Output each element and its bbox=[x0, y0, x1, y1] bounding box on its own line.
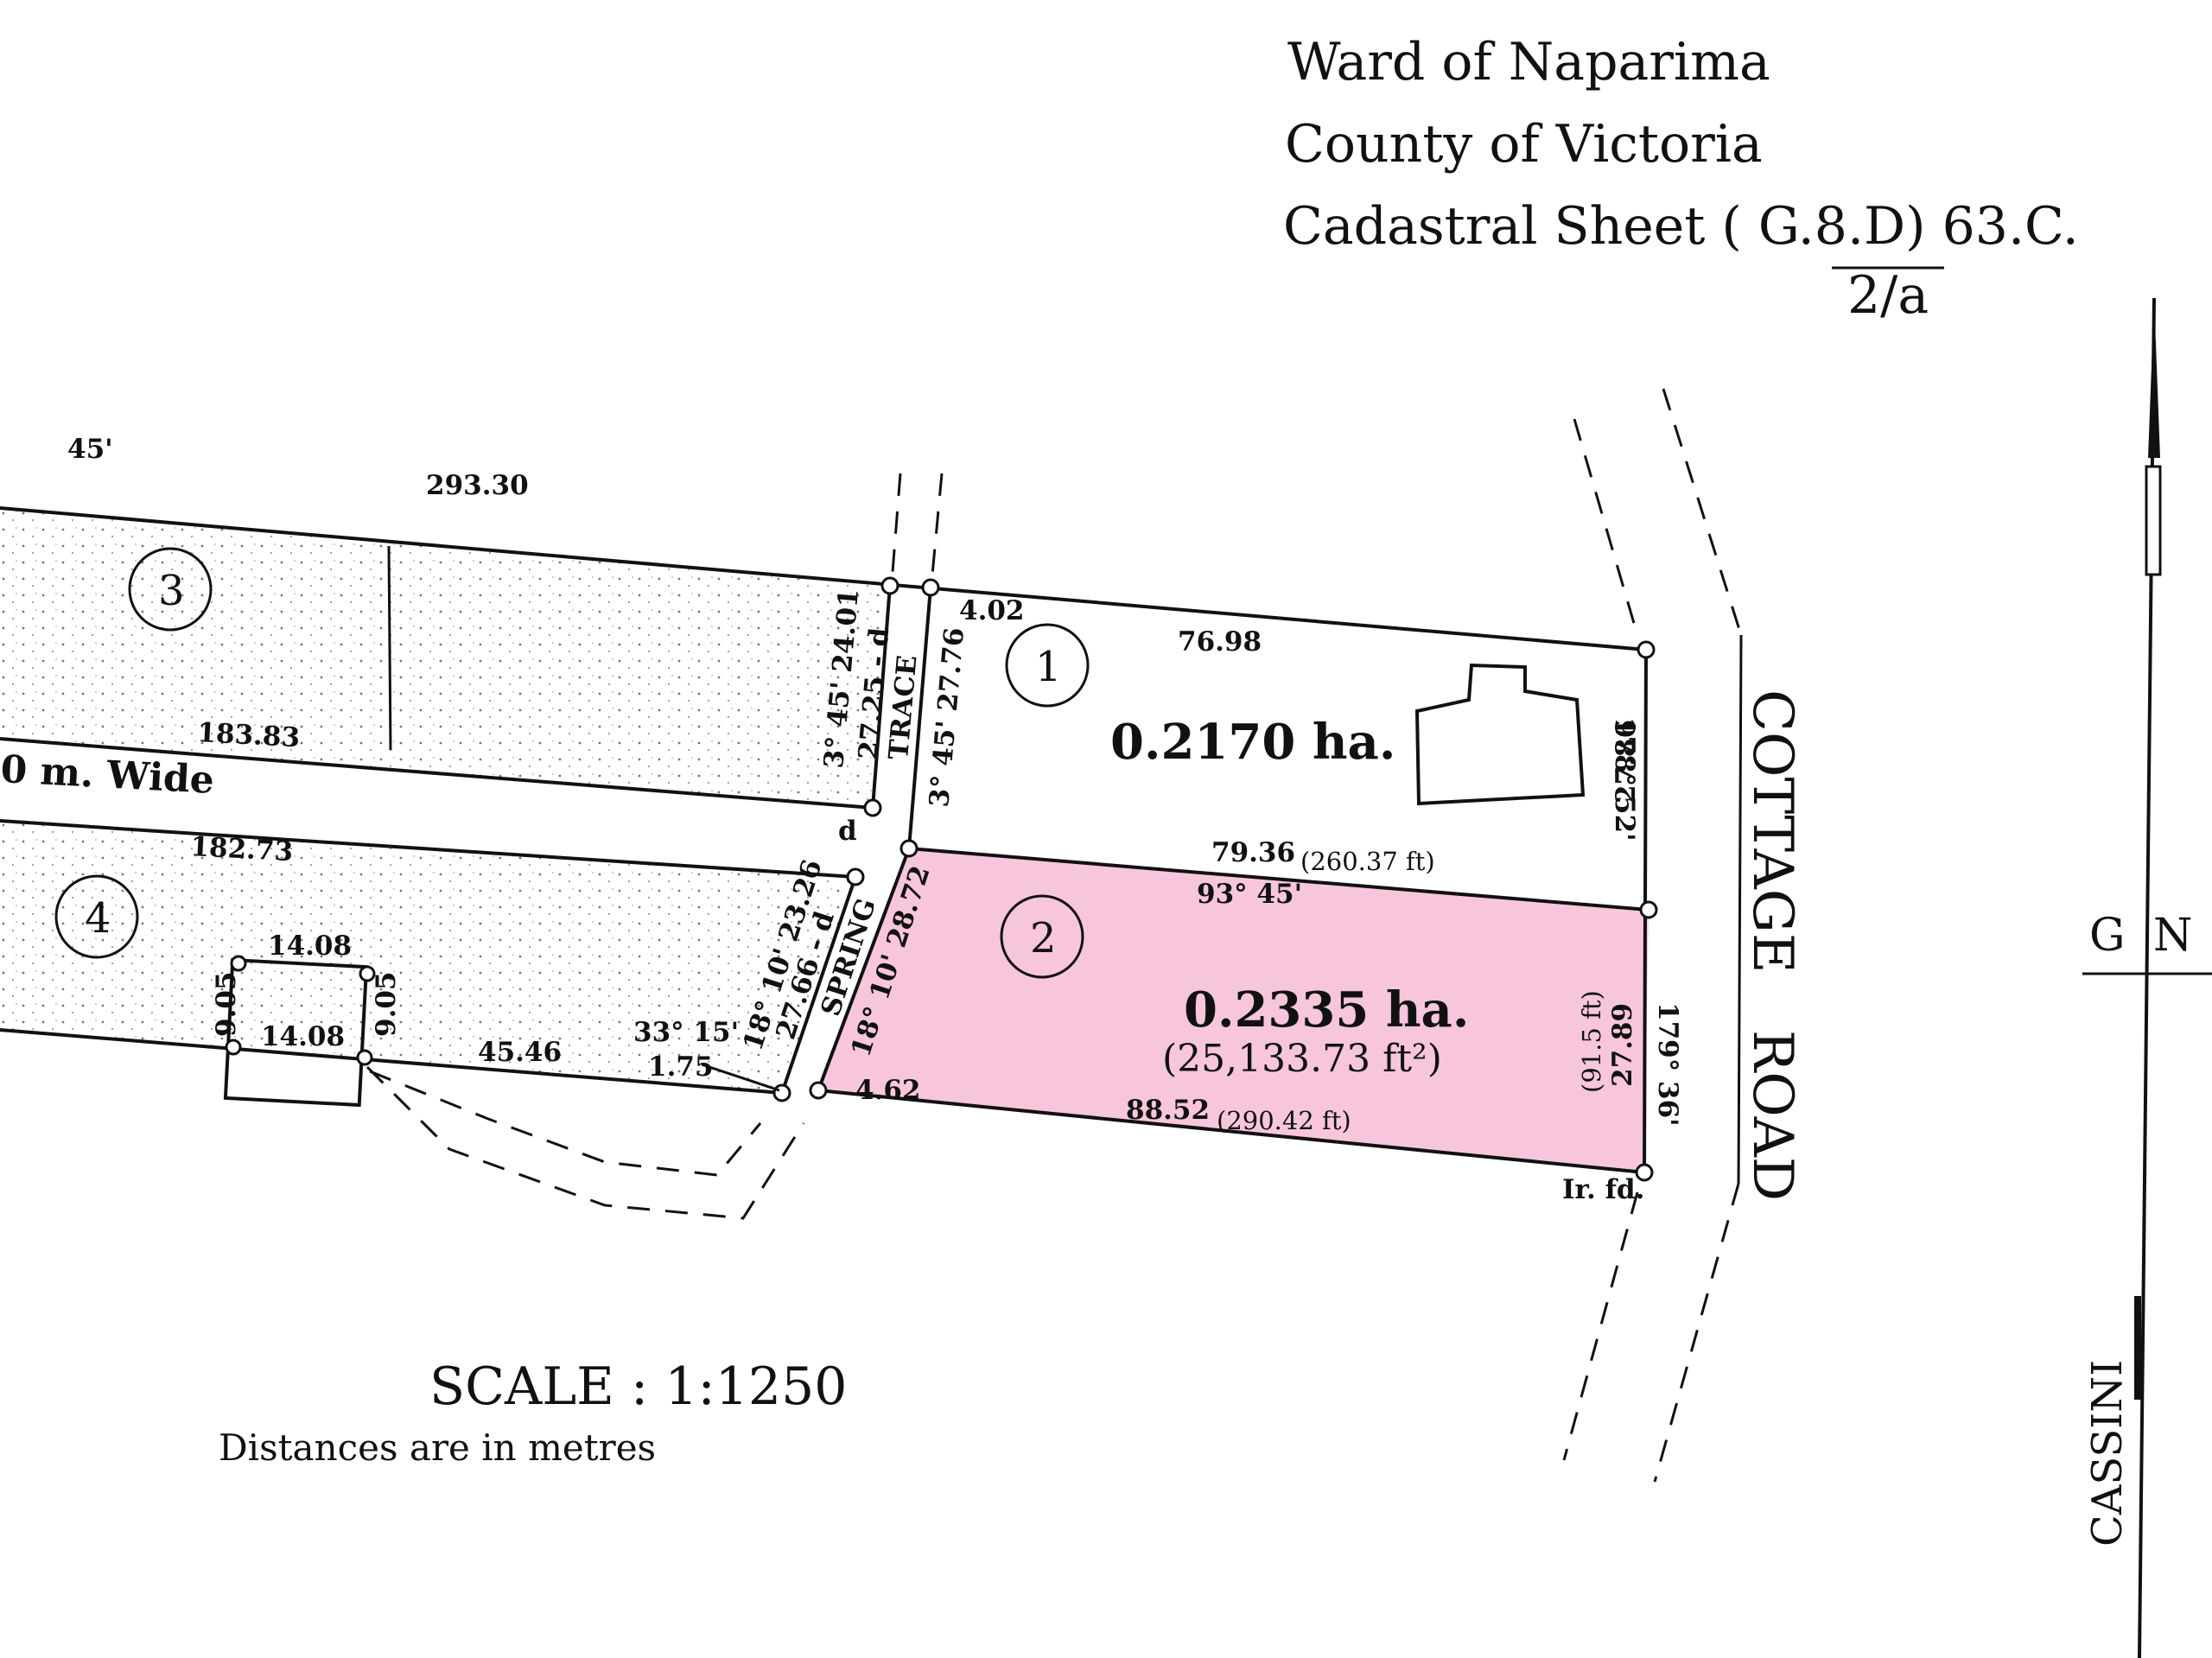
cottage-road-name: COTTAGE bbox=[1740, 689, 1804, 974]
lot1-number: 1 bbox=[1035, 643, 1062, 691]
lot4-box bbox=[223, 957, 369, 1108]
station bbox=[809, 1081, 828, 1100]
trace-west-edge bbox=[871, 585, 892, 809]
cottage-road-east-edge bbox=[1662, 388, 1743, 636]
trail-outer bbox=[365, 1065, 805, 1220]
lot3-south-boundary bbox=[0, 737, 874, 810]
station bbox=[1635, 1163, 1654, 1182]
lot2-south-boundary bbox=[817, 1089, 1645, 1174]
dim-lot2-south: 88.52 bbox=[1126, 1095, 1210, 1126]
station bbox=[899, 839, 918, 858]
lot1-area: 0.2170 ha. bbox=[1110, 714, 1395, 771]
dim-lot2-south-ft: (290.42 ft) bbox=[1217, 1106, 1351, 1135]
trace-north-dash-west bbox=[890, 473, 902, 584]
lot2-north-boundary bbox=[908, 847, 1649, 912]
dim-lot2-east-bearing: 179° 36' bbox=[1652, 1002, 1683, 1127]
trail-inner bbox=[369, 1070, 762, 1177]
station bbox=[921, 578, 940, 597]
lot4-south-boundary bbox=[0, 1028, 783, 1095]
station bbox=[880, 576, 899, 595]
lot2-area: 0.2335 ha. bbox=[1184, 981, 1469, 1039]
lot2-highlight bbox=[818, 848, 1649, 1172]
lot3-shading bbox=[0, 508, 890, 808]
north-boundary bbox=[0, 506, 1647, 651]
county-title: County of Victoria bbox=[1285, 114, 1763, 175]
dim-lot1-top: 76.98 bbox=[1178, 626, 1262, 657]
station bbox=[846, 867, 865, 886]
point-d-label: d bbox=[838, 816, 857, 847]
road-width-label: 0 m. Wide bbox=[0, 747, 215, 803]
cottage-road-east-mid bbox=[1737, 634, 1743, 1185]
north-label: N bbox=[2153, 910, 2193, 962]
spring-east-edge bbox=[817, 848, 911, 1091]
station bbox=[863, 798, 882, 817]
lot3-circle bbox=[128, 547, 213, 632]
dim-box-bottom: 14.08 bbox=[261, 1021, 345, 1052]
dim-top-angle: 45' bbox=[67, 434, 113, 465]
dim-lot2-corner: 4.62 bbox=[855, 1075, 921, 1106]
scale-label: SCALE : 1:1250 bbox=[429, 1356, 847, 1417]
lot4-shading bbox=[0, 821, 855, 1093]
cottage-road-west-edge bbox=[1573, 418, 1639, 636]
lot1-circle bbox=[1005, 623, 1090, 708]
dim-lot4-south: 45.46 bbox=[478, 1037, 562, 1068]
lot4-circle bbox=[54, 874, 139, 959]
scale-units: Distances are in metres bbox=[219, 1426, 656, 1469]
spring-west-edge bbox=[780, 876, 857, 1094]
sheet-subtitle: 2/a bbox=[1847, 265, 1929, 326]
sheet-title: Cadastral Sheet ( G.8.D) 63.C. bbox=[1283, 196, 2079, 257]
station bbox=[1637, 640, 1656, 659]
station bbox=[356, 1049, 373, 1066]
cottage-road-east-edge-south bbox=[1653, 1183, 1740, 1483]
ward-title: Ward of Naparima bbox=[1287, 32, 1770, 92]
lot2-circle bbox=[1000, 894, 1084, 979]
lot2-number: 2 bbox=[1030, 914, 1057, 962]
projection-label: CASSINI bbox=[2083, 1360, 2132, 1547]
north-arrow-bar bbox=[2134, 1296, 2141, 1400]
station bbox=[225, 1039, 242, 1056]
dim-lot2-east: 27.89 bbox=[1607, 1003, 1638, 1087]
dim-lot2-east-ft: (91.5 ft) bbox=[1577, 990, 1606, 1093]
trace-east-edge bbox=[907, 587, 932, 849]
dim-box-right: 9.05 bbox=[371, 971, 402, 1037]
lot-divider bbox=[387, 545, 392, 751]
lot4-north-boundary bbox=[0, 819, 856, 879]
dim-top-length: 293.30 bbox=[426, 470, 529, 501]
dim-lot1-corner: 4.02 bbox=[959, 595, 1025, 626]
station bbox=[1639, 900, 1658, 919]
north-arrow-sleeve bbox=[2145, 465, 2162, 576]
lot2-area-ft: (25,133.73 ft²) bbox=[1162, 1037, 1442, 1081]
grid-label: G bbox=[2089, 910, 2126, 962]
dim-small-angle: 33° 15' bbox=[633, 1017, 739, 1048]
dim-lot1-east-bearing: 178° 52' bbox=[1609, 717, 1640, 842]
dim-box-left: 9.05 bbox=[211, 971, 242, 1037]
road-label: ROAD bbox=[1740, 1030, 1804, 1201]
building-outline bbox=[1414, 663, 1586, 806]
trace-north-dash-east bbox=[930, 473, 944, 585]
station bbox=[230, 955, 247, 972]
dim-lot4-north: 182.73 bbox=[190, 831, 294, 867]
station bbox=[772, 1083, 791, 1102]
north-arrow-head bbox=[2148, 298, 2160, 458]
dim-lot2-angle: 93° 45' bbox=[1197, 879, 1302, 910]
dim-lot3-south: 183.83 bbox=[197, 717, 301, 753]
small-dist-leader bbox=[701, 1063, 780, 1092]
iron-found-label: Ir. fd. bbox=[1562, 1174, 1644, 1205]
lot3-number: 3 bbox=[158, 567, 185, 615]
station bbox=[359, 965, 376, 982]
dim-box-top: 14.08 bbox=[268, 931, 352, 962]
dim-lot2-north: 79.36 bbox=[1211, 837, 1295, 868]
dim-trace-c: 3° 45' 27.76 bbox=[924, 626, 970, 809]
lot4-number: 4 bbox=[85, 894, 111, 943]
dim-small-dist: 1.75 bbox=[648, 1051, 714, 1083]
cottage-road-west-edge-south bbox=[1562, 1191, 1639, 1461]
dim-lot1-east: 27.86 bbox=[1611, 720, 1642, 804]
dim-lot2-north-ft: (260.37 ft) bbox=[1300, 847, 1435, 876]
